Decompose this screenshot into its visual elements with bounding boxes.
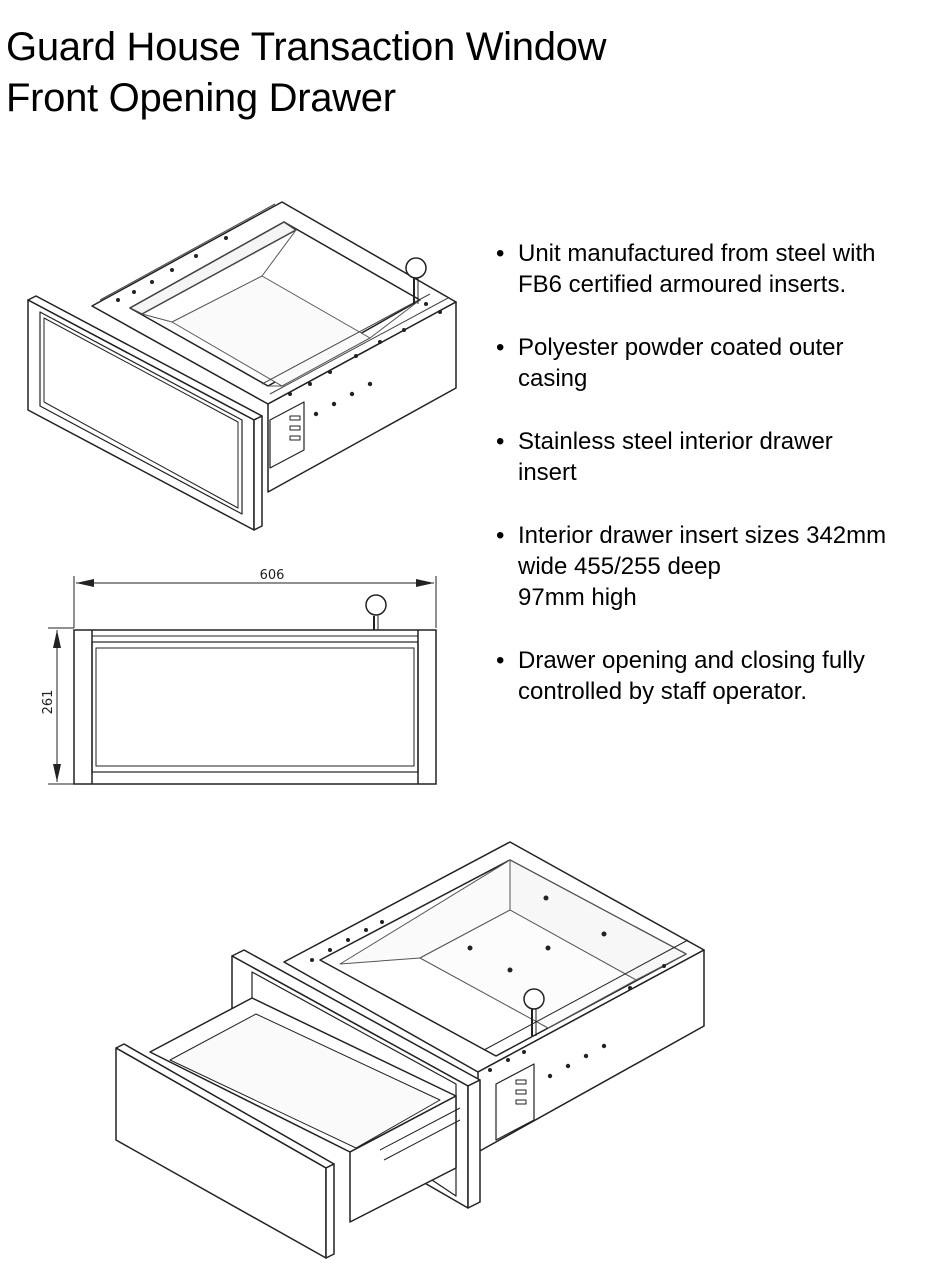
feature-list: • Unit manufactured from steel with FB6 … [496,238,934,739]
width-dimension-label: 606 [260,568,285,583]
feature-item: • Polyester powder coated outer casing [496,332,934,394]
feature-text: FB6 certified armoured inserts. [518,271,847,298]
title-line-1: Guard House Transaction Window [6,25,607,69]
feature-text: Stainless steel interior drawer [518,428,833,455]
feature-item: • Unit manufactured from steel with FB6 … [496,238,934,300]
feature-text: 97mm high [518,584,637,611]
bullet-icon: • [496,240,505,267]
feature-text: Interior drawer insert sizes 342mm [518,522,887,549]
title-line-2: Front Opening Drawer [6,76,396,120]
bullet-icon: • [496,334,505,361]
bullet-icon: • [496,428,505,455]
drawer-open-isometric [115,841,705,1259]
bullet-icon: • [496,647,505,674]
drawer-closed-isometric [27,201,457,531]
bullet-icon: • [496,522,505,549]
height-dimension-label: 261 [41,690,56,715]
feature-text: controlled by staff operator. [518,678,808,705]
feature-text: Drawer opening and closing fully [518,647,865,674]
feature-text: Unit manufactured from steel with [518,240,876,267]
feature-item: • Stainless steel interior drawer insert [496,426,934,488]
feature-item: • Drawer opening and closing fully contr… [496,645,934,707]
feature-item: • Interior drawer insert sizes 342mm wid… [496,520,934,613]
page-title: Guard House Transaction Window Front Ope… [6,22,606,124]
feature-text: wide 455/255 deep [518,553,721,580]
feature-text: casing [518,365,588,392]
feature-text: insert [518,459,577,486]
drawer-front-elevation [48,576,437,785]
feature-text: Polyester powder coated outer [518,334,844,361]
